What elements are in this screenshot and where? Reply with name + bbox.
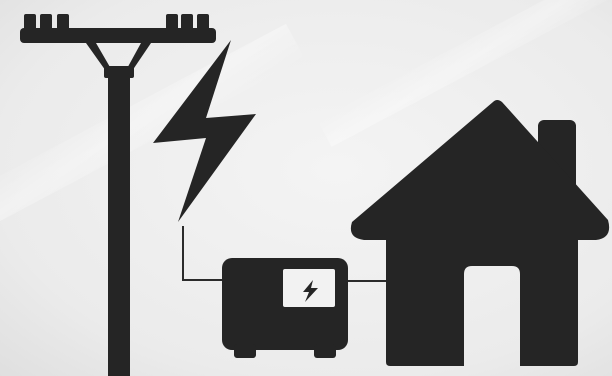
generator-icon — [222, 258, 348, 358]
